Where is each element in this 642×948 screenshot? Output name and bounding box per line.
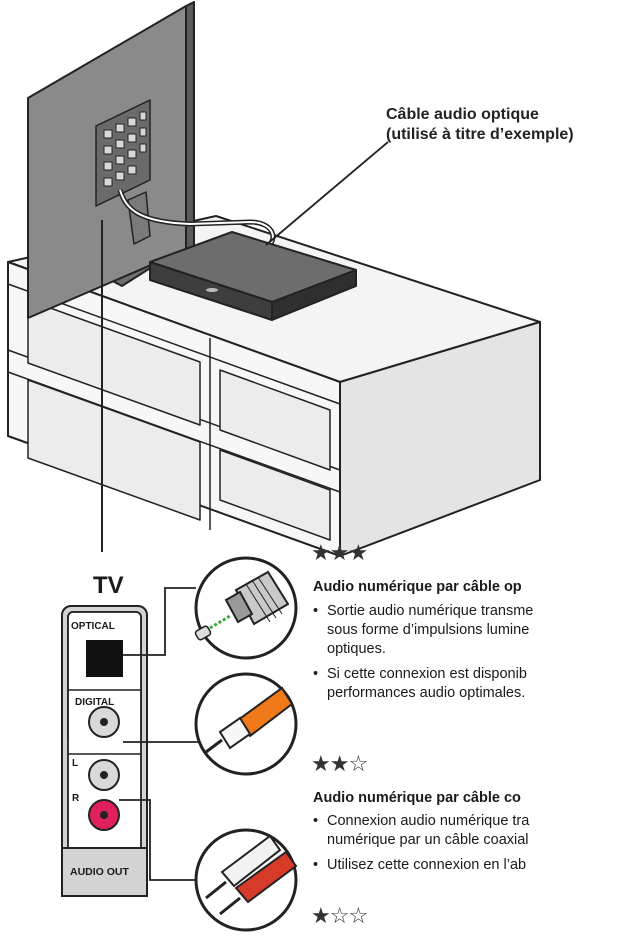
rating-stars-2: ★★☆: [311, 752, 368, 777]
bullet-item: Connexion audio numérique tra numérique …: [313, 812, 529, 850]
left-channel-label: L: [72, 758, 79, 769]
rating-stars-1: ★★★: [311, 541, 368, 566]
tv-connector-panel: [61, 605, 148, 897]
digital-port-label: DIGITAL: [75, 697, 115, 708]
callout-line-2: (utilisé à titre d’exemple): [386, 126, 574, 143]
option-heading-1: Audio numérique par câble op: [313, 579, 522, 595]
audio-out-label: AUDIO OUT: [70, 866, 129, 878]
tv-stand-cabinet: [7, 215, 541, 557]
optical-cable-callout: Câble audio optique (utilisé à titre d’e…: [386, 105, 574, 145]
tv-title: TV: [93, 572, 124, 599]
option-heading-2: Audio numérique par câble co: [313, 790, 521, 806]
rca-plugs-detail: [194, 828, 298, 932]
option-bullets-2: Connexion audio numérique tra numérique …: [313, 812, 529, 881]
bullet-item: Utilisez cette connexion en l’ab: [313, 856, 529, 875]
optical-port-label: OPTICAL: [71, 621, 115, 632]
coax-plug-detail: [194, 672, 298, 776]
speaker-console: [149, 231, 357, 321]
bullet-item: Si cette connexion est disponib performa…: [313, 665, 533, 703]
callout-line-1: Câble audio optique: [386, 106, 539, 123]
callout-leader-line: [265, 141, 389, 246]
right-channel-label: R: [72, 793, 80, 804]
rating-stars-3: ★☆☆: [311, 904, 368, 929]
optical-plug-detail: [194, 556, 298, 660]
bullet-item: Sortie audio numérique transme sous form…: [313, 602, 533, 659]
option-bullets-1: Sortie audio numérique transme sous form…: [313, 602, 533, 709]
